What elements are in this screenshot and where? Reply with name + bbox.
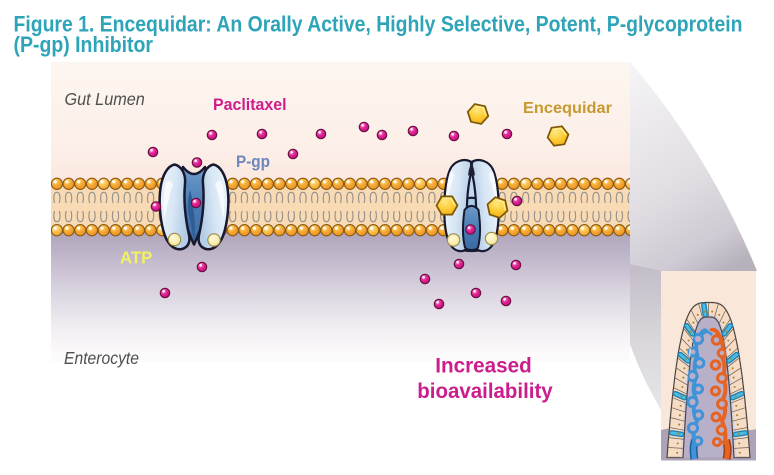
svg-text:Gut Lumen: Gut Lumen [65, 89, 145, 109]
svg-text:Increased: Increased [435, 355, 532, 378]
svg-text:Enterocyte: Enterocyte [64, 348, 139, 368]
svg-text:Paclitaxel: Paclitaxel [213, 96, 287, 114]
svg-text:Figure 1. Encequidar: An Orall: Figure 1. Encequidar: An Orally Active, … [14, 12, 743, 37]
svg-text:ATP: ATP [120, 248, 153, 268]
svg-text:(P-gp) Inhibitor: (P-gp) Inhibitor [14, 32, 154, 57]
svg-text:Encequidar: Encequidar [523, 99, 613, 117]
svg-text:bioavailability: bioavailability [417, 380, 553, 403]
svg-text:P-gp: P-gp [236, 153, 270, 171]
